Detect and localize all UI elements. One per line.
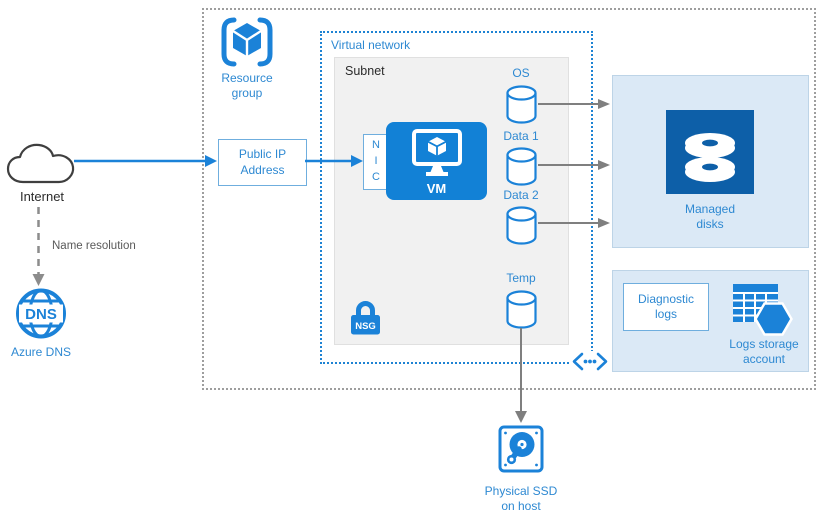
vm-label: VM: [426, 181, 447, 196]
public-ip-label: Public IP Address: [238, 147, 287, 177]
managed-disks-label: Managed disks: [684, 202, 736, 232]
nsg-lock-icon: NSG: [351, 301, 380, 335]
internet-cloud-icon: [6, 143, 75, 184]
vm-box: VM: [386, 122, 487, 200]
physical-ssd-icon: [498, 425, 544, 473]
name-resolution-label: Name resolution: [52, 240, 136, 252]
data2-disk-icon: [506, 206, 537, 245]
os-disk-icon: [506, 85, 537, 124]
public-ip-box: Public IP Address: [218, 139, 307, 186]
diagnostic-logs-box: Diagnostic logs: [623, 283, 709, 331]
diagnostic-logs-label: Diagnostic logs: [637, 291, 695, 321]
temp-disk-icon: [506, 290, 537, 329]
logs-storage-account-icon: [733, 284, 793, 336]
resource-group-boundary: [202, 8, 816, 390]
arrow-internet-to-azure-dns: [32, 207, 45, 286]
os-disk-label: OS: [512, 66, 530, 80]
data1-disk-icon: [506, 147, 537, 186]
azure-dns-label: Azure DNS: [10, 345, 72, 359]
nic-label: N I C: [372, 139, 380, 183]
vm-monitor-icon: [411, 129, 462, 176]
virtual-network-label: Virtual network: [331, 38, 411, 52]
subnet-label: Subnet: [345, 64, 385, 78]
temp-disk-label: Temp: [506, 271, 536, 285]
azure-dns-icon-text: DNS: [25, 306, 57, 323]
managed-disks-icon: [666, 110, 754, 194]
virtual-network-glyph-icon: [571, 351, 609, 372]
virtual-network-boundary: [320, 31, 593, 364]
logs-storage-account-label: Logs storage account: [729, 337, 799, 367]
resource-group-icon: [221, 17, 273, 67]
internet-label: Internet: [19, 189, 65, 204]
data1-disk-label: Data 1: [503, 129, 539, 143]
data2-disk-label: Data 2: [503, 188, 539, 202]
nsg-lock-text: NSG: [355, 321, 376, 332]
azure-dns-icon: DNS: [16, 288, 66, 339]
arrow-internet-to-public-ip: [74, 155, 217, 167]
physical-ssd-label: Physical SSD on host: [484, 484, 558, 514]
resource-group-label: Resource group: [221, 71, 273, 101]
